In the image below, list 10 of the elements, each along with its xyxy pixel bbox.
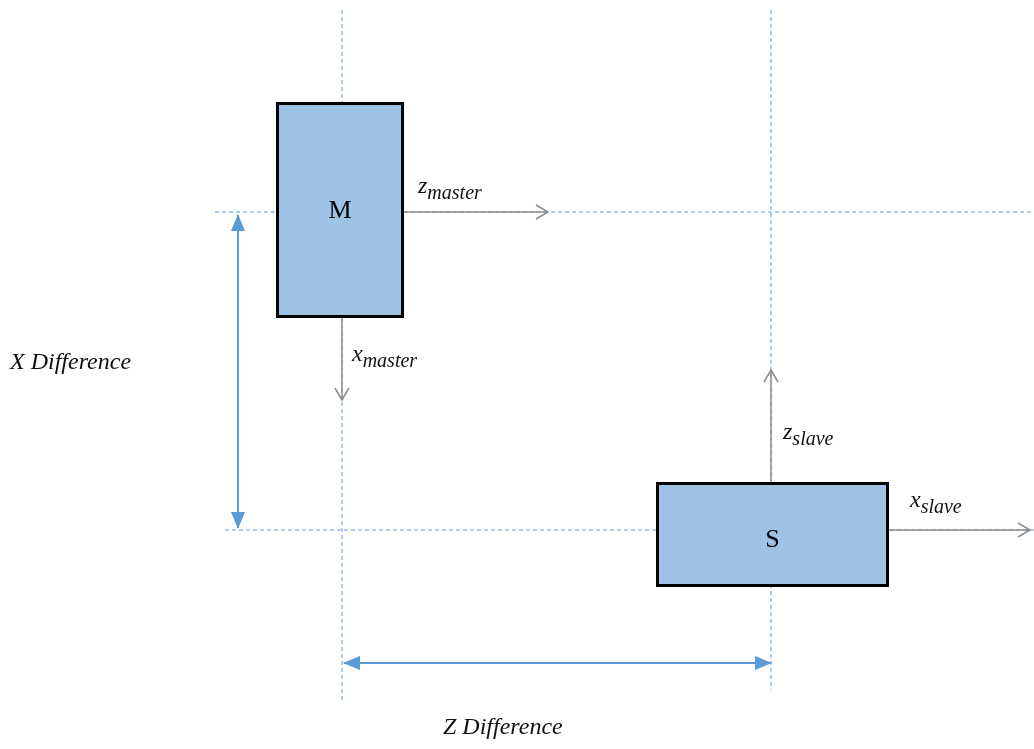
axis-label: z$_{slave}$ [783, 418, 834, 450]
dimension-label: Z Difference [443, 713, 563, 740]
block-label: M [328, 195, 352, 225]
dimension-label: X Difference [10, 348, 132, 375]
axis-label: z$_{master}$ [418, 172, 482, 204]
axis-label: x$_{slave}$ [910, 486, 962, 518]
block-label: S [765, 524, 780, 555]
axis-label: x$_{master}$ [352, 340, 418, 372]
rectangle-block [656, 482, 889, 587]
rectangle-block [276, 102, 404, 318]
